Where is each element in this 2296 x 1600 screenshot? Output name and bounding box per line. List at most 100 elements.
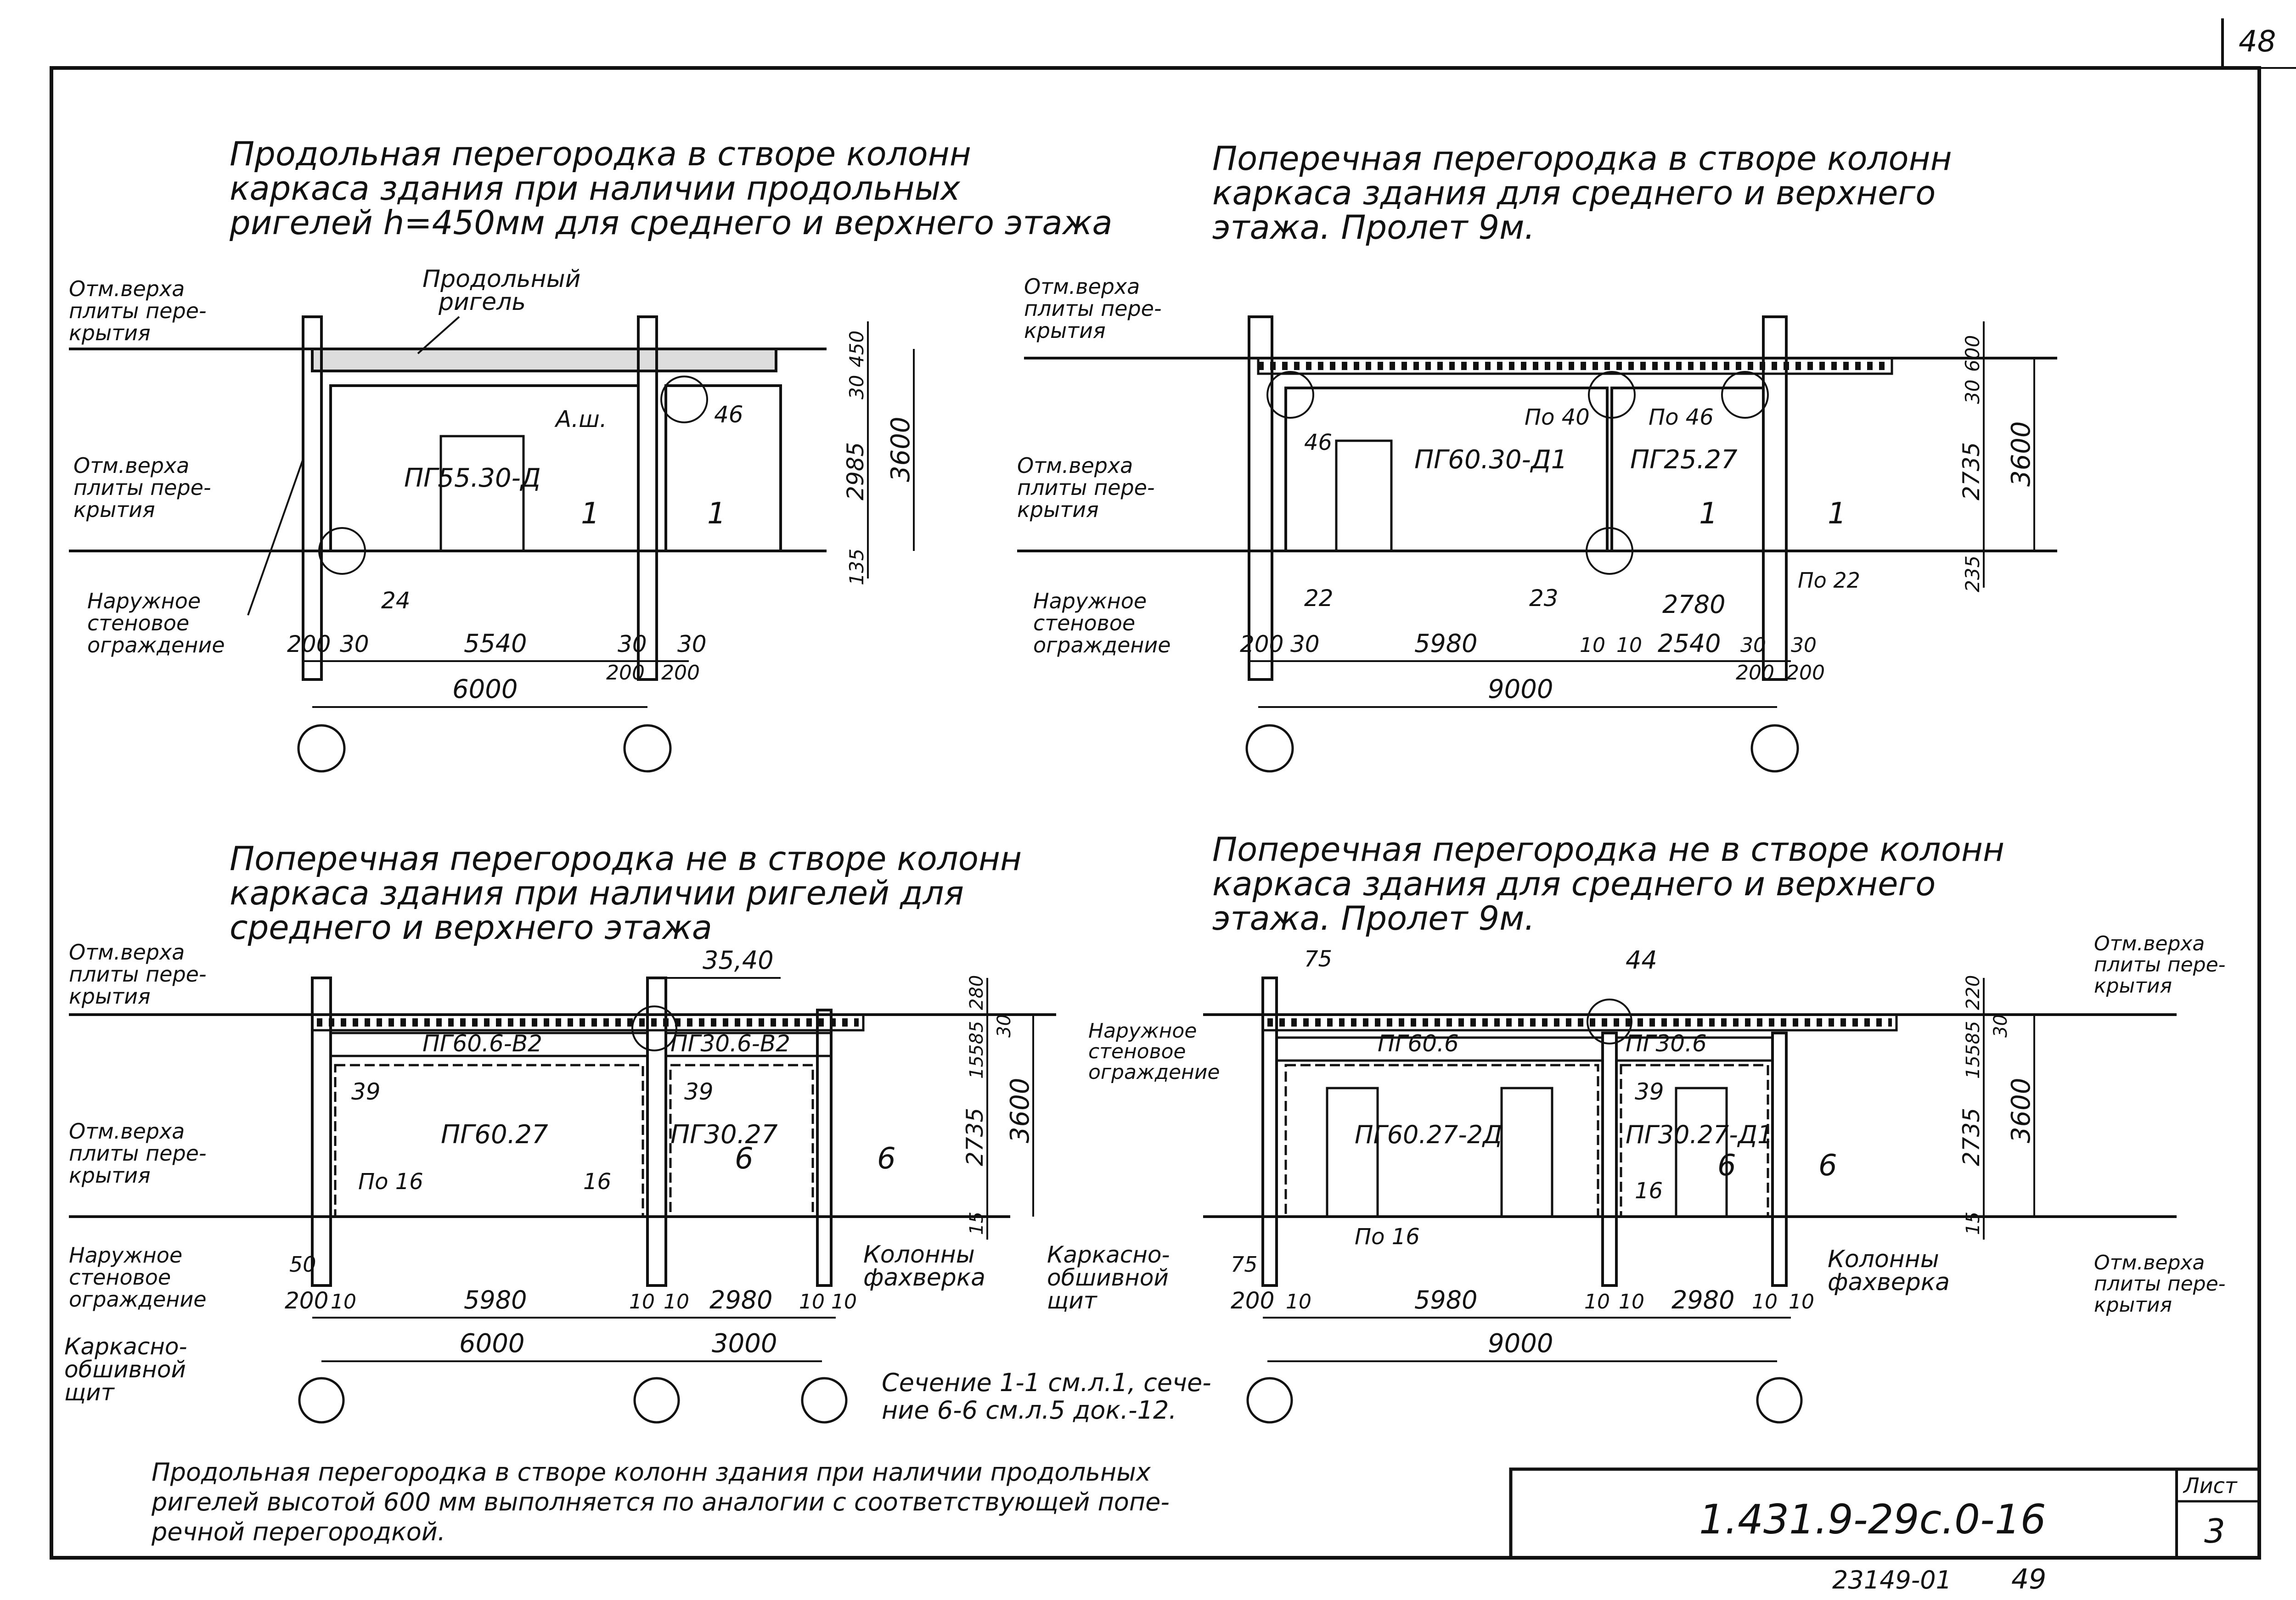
- d4-columns-2: фахверка: [1828, 1269, 1950, 1296]
- sheet-frame: 48: [50, 18, 2296, 1560]
- d3-node-39b: 39: [684, 1078, 714, 1105]
- d1-column-left: [302, 315, 323, 681]
- d1-dim-r30: 30: [845, 375, 868, 399]
- d2-dim-30c: 30: [1791, 634, 1817, 657]
- notes: Сечение 1-1 см.л.1, сече- ние 6-6 см.л.5…: [151, 1368, 1211, 1546]
- d3-dim-50: 50: [289, 1252, 316, 1277]
- d2-panel-2: ПГ25.27: [1630, 445, 1738, 475]
- d4-title-1: Поперечная перегородка не в створе колон…: [1212, 830, 2004, 869]
- d4-door-3: [1675, 1087, 1728, 1218]
- d3-columns-1: Колонны: [863, 1241, 975, 1269]
- d1-beam-label-2: ригель: [438, 288, 526, 316]
- d3-dim-r30: 30: [994, 1014, 1015, 1038]
- d2-dim-10b: 10: [1616, 634, 1642, 657]
- d1-cut-1b: 1: [707, 497, 726, 531]
- d4-dim-10a: 10: [1286, 1290, 1311, 1314]
- d4-dim-r15b: 15: [1963, 1212, 1984, 1235]
- d4-dim-75a: 75: [1304, 946, 1332, 972]
- d4-node-39: 39: [1635, 1078, 1664, 1105]
- d2-title-1: Поперечная перегородка в створе колонн: [1212, 139, 1952, 178]
- d3-level-top-3: крытия: [69, 984, 151, 1009]
- d3-span-6000: 6000: [459, 1329, 525, 1359]
- d3-dim-2980: 2980: [709, 1286, 772, 1314]
- d1-panel-label: ПГ55.30-Д: [404, 463, 541, 493]
- d3-dim-10d: 10: [799, 1290, 825, 1314]
- d3-dim-r2735: 2735: [962, 1108, 988, 1166]
- d2-dim-200: 200: [1240, 631, 1283, 657]
- d1-dim-5540: 5540: [464, 629, 527, 658]
- d2-dim-r30: 30: [1961, 380, 1984, 404]
- diagram-transverse-partition-off-axis-9m: Поперечная перегородка не в створе колон…: [1047, 830, 2226, 1424]
- d1-outer-wall-1: Наружное: [87, 589, 201, 613]
- d4-frame-panel-1: Каркасно-: [1047, 1241, 1170, 1268]
- d2-po-40: По 40: [1525, 404, 1590, 430]
- d4-outer-wall-2: стеновое: [1088, 1040, 1186, 1063]
- d3-dim-r3600: 3600: [1005, 1078, 1035, 1143]
- d3-frame-panel-2: обшивной: [64, 1356, 186, 1383]
- d4-dim-10b: 10: [1584, 1290, 1610, 1314]
- d2-dim-2780: 2780: [1662, 590, 1725, 619]
- d1-dim-30a: 30: [340, 631, 369, 657]
- d4-dim-r30: 30: [1990, 1014, 2011, 1038]
- d2-title-3: этажа. Пролет 9м.: [1212, 208, 1535, 247]
- d3-axis-bubble-1: [298, 1377, 345, 1424]
- sheet-label: Лист: [2183, 1473, 2238, 1498]
- d4-cut-6b: 6: [1818, 1149, 1837, 1183]
- d2-dim-r235: 235: [1961, 556, 1984, 592]
- d2-dim-r2735: 2735: [1958, 442, 1985, 500]
- d2-dim-5980: 5980: [1414, 629, 1477, 658]
- d1-dim-r450: 450: [845, 331, 868, 367]
- d3-dim-r15b: 15: [966, 1212, 987, 1235]
- d4-dim-r220: 220: [1963, 975, 1984, 1010]
- inventory-number: 23149-01: [1832, 1566, 1952, 1594]
- d2-level-top-2: плиты пере-: [1024, 296, 1162, 321]
- d4-level-bot-3: крытия: [2094, 1293, 2172, 1317]
- d3-dim-10c: 10: [664, 1290, 689, 1314]
- d4-level-top-1: Отм.верха: [2094, 932, 2205, 955]
- d1-partition-2: [664, 384, 782, 552]
- d2-door: [1335, 439, 1393, 552]
- d4-frame-panel-3: щит: [1047, 1287, 1098, 1314]
- d1-level-top-2: плиты пере-: [69, 298, 207, 323]
- d2-cut-1b: 1: [1828, 497, 1846, 531]
- d2-dim-2540: 2540: [1658, 629, 1721, 658]
- d3-level-mid-3: крытия: [69, 1163, 151, 1188]
- d1-level-bot-3: крытия: [73, 497, 155, 522]
- d3-level-top-1: Отм.верха: [69, 940, 185, 965]
- d4-dim-r15a: 15: [1963, 1055, 1984, 1079]
- d4-callout-44: 44: [1626, 946, 1657, 975]
- d4-outer-wall-1: Наружное: [1088, 1019, 1197, 1043]
- d4-door-2: [1500, 1087, 1553, 1218]
- d2-column-right: [1762, 315, 1788, 681]
- d4-axis-bubble-1: [1246, 1377, 1293, 1424]
- d1-dim-200b: 200: [606, 661, 645, 685]
- d1-dim-r3600: 3600: [886, 416, 916, 482]
- d3-dim-r15a: 15: [966, 1055, 987, 1079]
- d1-dim-r135: 135: [845, 549, 868, 585]
- d3-po-16: По 16: [358, 1169, 423, 1195]
- section-note-1: Сечение 1-1 см.л.1, сече-: [882, 1368, 1211, 1397]
- title-block: 1.431.9-29с.0-16 Лист 3 23149-01 49: [1509, 1467, 2261, 1595]
- d4-outer-wall-3: ограждение: [1088, 1061, 1220, 1084]
- d4-dim-r3600: 3600: [2006, 1078, 2036, 1143]
- d4-title-2: каркаса здания для среднего и верхнего: [1212, 865, 1936, 903]
- d4-dim-75b: 75: [1231, 1252, 1258, 1277]
- d2-dim-r600: 600: [1961, 335, 1984, 372]
- d3-axis-bubble-2: [633, 1377, 680, 1424]
- d4-dim-r585: 585: [1963, 1021, 1984, 1056]
- d3-columns-2: фахверка: [863, 1264, 985, 1291]
- d3-outer-wall-2: стеновое: [69, 1265, 171, 1290]
- d3-axis-bubble-3: [801, 1377, 848, 1424]
- d1-level-bot-1: Отм.верха: [73, 453, 189, 478]
- d2-po-46: По 46: [1649, 404, 1714, 430]
- d4-dim-r2735: 2735: [1958, 1108, 1985, 1166]
- d3-panel-2: ПГ30.27: [670, 1120, 778, 1150]
- d4-span-9000: 9000: [1488, 1329, 1553, 1359]
- d2-column-left: [1248, 315, 1273, 681]
- d3-outer-wall-1: Наружное: [69, 1243, 182, 1268]
- d3-panel-1: ПГ60.27: [441, 1120, 548, 1150]
- d2-node-23: 23: [1529, 585, 1559, 612]
- d3-callout: 35,40: [703, 946, 774, 975]
- d4-dim-2980: 2980: [1671, 1286, 1734, 1314]
